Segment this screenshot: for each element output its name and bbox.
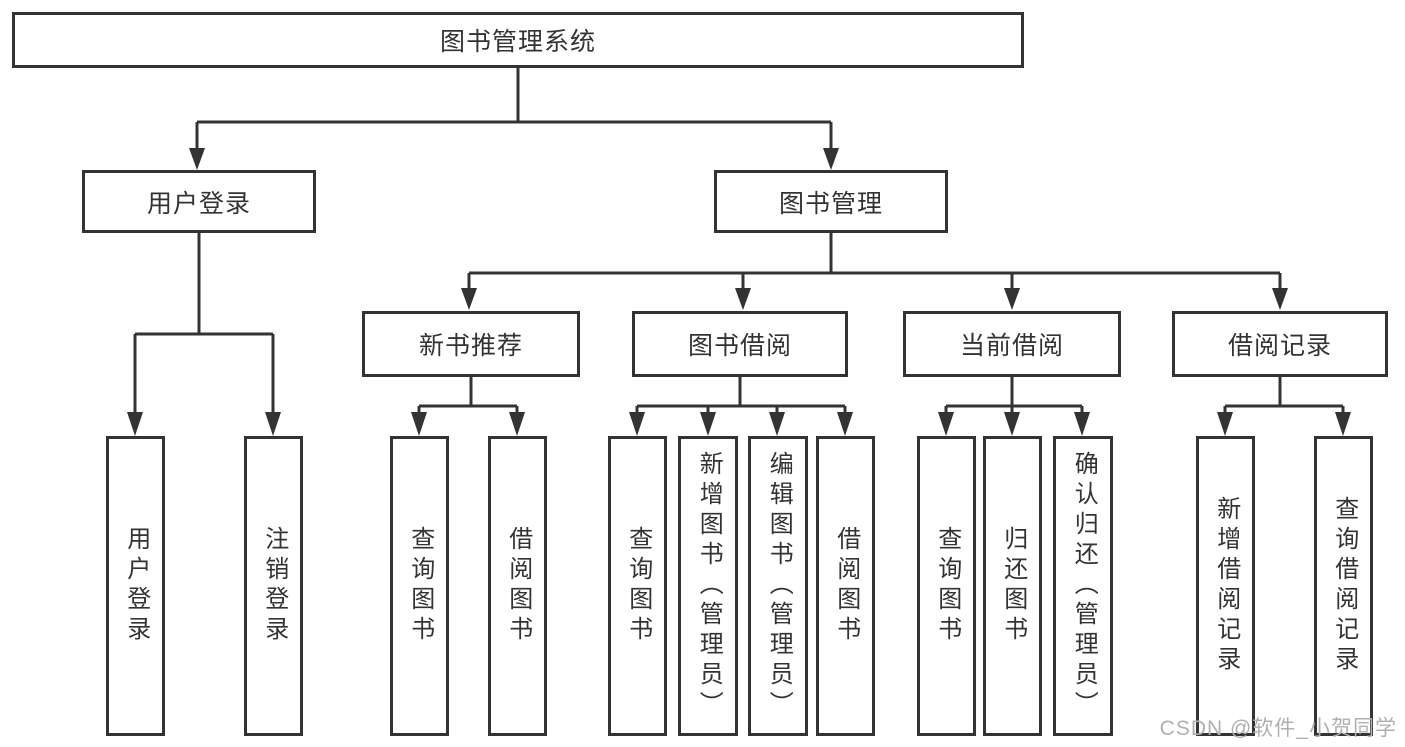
node-leaf-edit-books-admin: 编辑图书（管理员）: [748, 436, 808, 736]
node-library-system: 图书管理系统: [12, 12, 1024, 68]
node-borrow-records: 借阅记录: [1172, 311, 1388, 377]
node-leaf-borrow-books-1: 借阅图书: [488, 436, 547, 736]
node-leaf-add-books-admin: 新增图书（管理员）: [678, 436, 738, 736]
node-leaf-confirm-return-admin: 确认归还（管理员）: [1053, 436, 1113, 736]
node-user-login: 用户登录: [82, 170, 316, 233]
node-leaf-borrow-books-2: 借阅图书: [816, 436, 875, 736]
node-leaf-logout: 注销登录: [244, 436, 303, 736]
node-leaf-query-books-1: 查询图书: [390, 436, 449, 736]
node-current-borrow: 当前借阅: [903, 311, 1121, 377]
csdn-watermark: CSDN @软件_小贺同学: [1159, 717, 1397, 740]
node-leaf-query-books-3: 查询图书: [917, 436, 976, 736]
node-leaf-add-borrow-record: 新增借阅记录: [1196, 436, 1255, 736]
node-leaf-query-books-2: 查询图书: [608, 436, 667, 736]
node-leaf-user-login: 用户登录: [106, 436, 165, 736]
node-book-borrow: 图书借阅: [632, 311, 848, 377]
node-leaf-query-borrow-record: 查询借阅记录: [1314, 436, 1373, 736]
node-book-management: 图书管理: [714, 170, 948, 233]
node-new-book-recommend: 新书推荐: [362, 311, 580, 377]
node-leaf-return-books: 归还图书: [983, 436, 1042, 736]
